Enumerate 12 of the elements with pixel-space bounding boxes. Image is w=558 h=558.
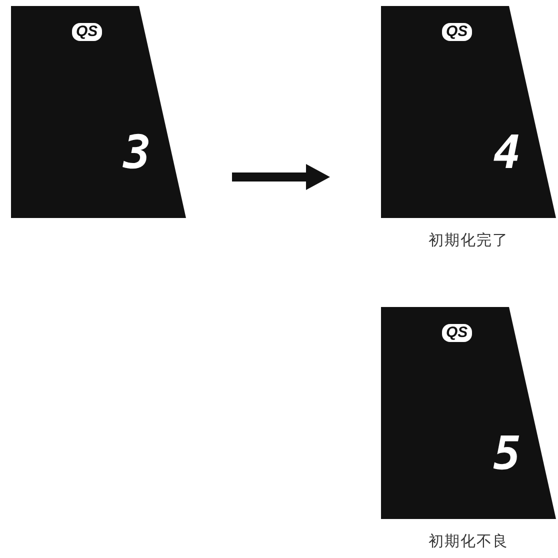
status-caption: 初期化不良 <box>428 532 510 551</box>
lcd-display <box>11 6 186 218</box>
lcd-display <box>381 307 556 519</box>
display-digit: 4 <box>492 124 521 180</box>
status-caption: 初期化完了 <box>428 231 510 250</box>
mode-indicator: QS <box>442 324 472 342</box>
mode-indicator: QS <box>442 23 472 41</box>
mode-indicator: QS <box>72 23 102 41</box>
lcd-display <box>381 6 556 218</box>
display-digit: 3 <box>122 124 151 180</box>
arrow <box>232 164 330 190</box>
display-digit: 5 <box>492 425 521 481</box>
